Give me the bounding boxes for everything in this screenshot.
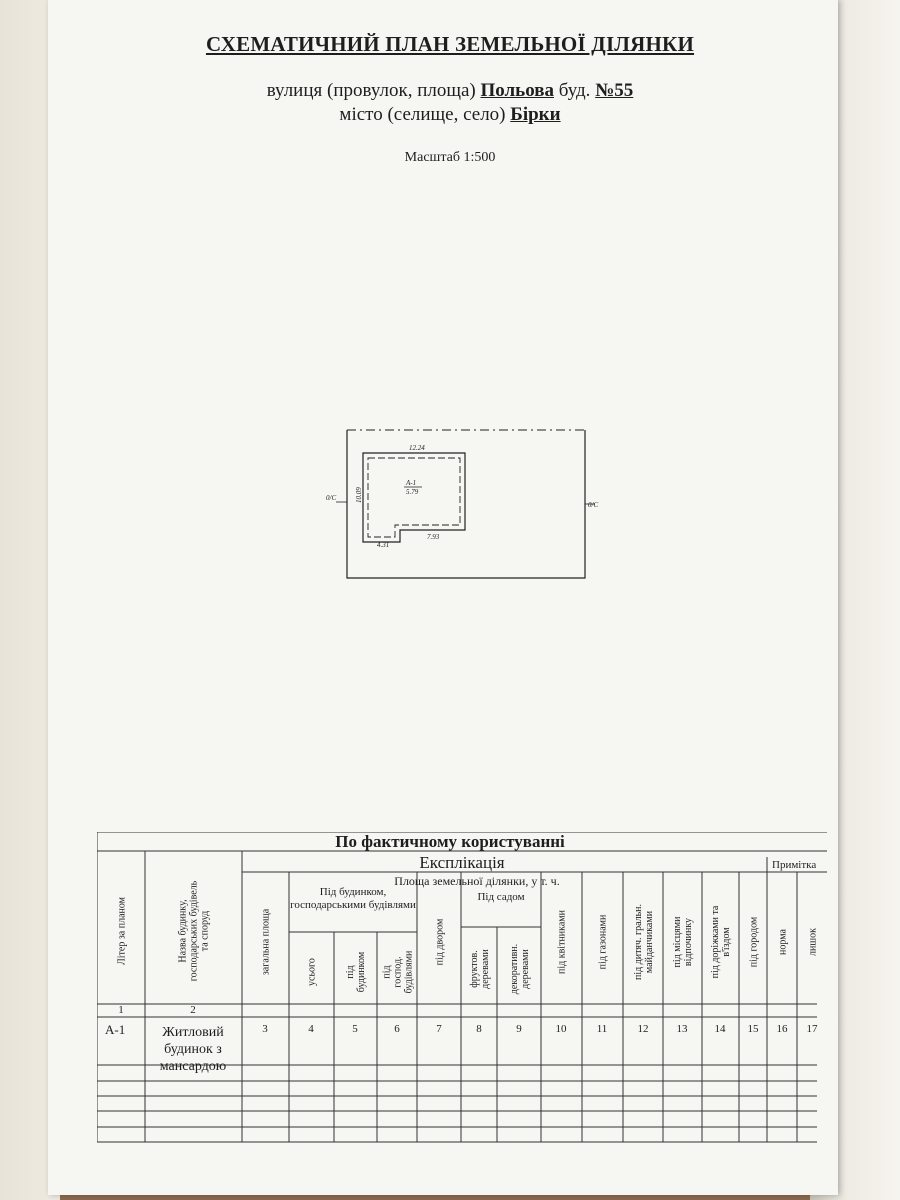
city-name: Бірки bbox=[510, 104, 561, 125]
column-number-16: 16 bbox=[777, 1023, 789, 1035]
column-number-12: 12 bbox=[638, 1023, 649, 1035]
row1-name-line-3: мансардою bbox=[160, 1059, 226, 1074]
column-number-9: 9 bbox=[516, 1023, 522, 1035]
plot-boundary bbox=[346, 430, 586, 579]
document-title: СХЕМАТИЧНИЙ ПЛАН ЗЕМЕЛЬНОЇ ДІЛЯНКИ bbox=[205, 32, 695, 56]
column-header-4: усього bbox=[307, 958, 318, 986]
column-number-5: 5 bbox=[352, 1023, 358, 1035]
column-number-15: 15 bbox=[748, 1023, 760, 1035]
column-header-17: лишок bbox=[808, 928, 819, 956]
column-number-3: 3 bbox=[262, 1023, 268, 1035]
building-label: А-1 bbox=[405, 479, 416, 487]
city-prefix: місто (селище, село) bbox=[339, 104, 506, 125]
address-city-line: місто (селище, село) Бірки bbox=[0, 104, 900, 126]
explication-heading: Експлікація bbox=[419, 853, 504, 872]
row1-litera: А-1 bbox=[105, 1022, 125, 1037]
row1-name-line-1: Житловий bbox=[162, 1025, 224, 1040]
garden-group-heading: Під садом bbox=[477, 891, 525, 903]
street-name: Польова bbox=[480, 80, 555, 101]
building-outline bbox=[362, 452, 466, 543]
document-sheet bbox=[48, 0, 838, 1195]
building-number: №55 bbox=[595, 80, 634, 101]
scale-label: Масштаб 1:500 bbox=[404, 150, 496, 165]
column-header-16: норма bbox=[778, 928, 789, 954]
column-header-1: Літер за планом bbox=[117, 896, 128, 965]
column-header-8: фруктов.деревами bbox=[469, 949, 491, 989]
column-header-2: Назва будинку,господарських будівельта с… bbox=[178, 880, 211, 981]
column-number-1: 1 bbox=[118, 1004, 124, 1016]
area-heading: Площа земельної ділянки, у т. ч. bbox=[394, 874, 559, 888]
column-headers: Літер за планом Назва будинку,господарськ… bbox=[117, 880, 819, 994]
column-number-4: 4 bbox=[308, 1023, 314, 1035]
column-header-11: під газонами bbox=[598, 914, 609, 969]
table-subtitle: По фактичному користуванні bbox=[335, 832, 565, 851]
column-number-8: 8 bbox=[476, 1023, 482, 1035]
building-prefix: буд. bbox=[558, 80, 591, 101]
column-header-7: під двором bbox=[435, 918, 446, 965]
address-street-line: вулиця (провулок, площа) Польова буд. №5… bbox=[0, 80, 900, 102]
column-header-6: підгоспод.будівлями bbox=[382, 950, 415, 993]
explication-table: Експлікація Примітка Площа земельної діл… bbox=[97, 832, 827, 1147]
row1-name-line-2: будинок з bbox=[164, 1042, 222, 1057]
column-number-10: 10 bbox=[556, 1023, 568, 1035]
column-number-7: 7 bbox=[436, 1023, 442, 1035]
note-heading: Примітка bbox=[772, 859, 816, 871]
column-number-11: 11 bbox=[597, 1023, 608, 1035]
column-number-6: 6 bbox=[394, 1023, 400, 1035]
column-header-14: під доріжками тав'їздом bbox=[710, 905, 732, 978]
column-number-2: 2 bbox=[190, 1004, 196, 1016]
column-header-10: під квітниками bbox=[557, 909, 568, 974]
column-header-12: під дитяч. гральн.майданчиками bbox=[633, 904, 655, 980]
column-header-13: під місцямивідпочинку bbox=[672, 916, 694, 968]
site-plan: 12.24 10.09 4.31 7.93 А-1 5.79 0/С 0/С bbox=[326, 429, 598, 579]
under-building-group-heading: Під будинком, господарськими будівлями bbox=[290, 886, 416, 911]
boundary-right-label: 0/С bbox=[588, 501, 598, 509]
street-prefix: вулиця (провулок, площа) bbox=[266, 80, 476, 101]
column-number-13: 13 bbox=[677, 1023, 689, 1035]
boundary-left-label: 0/С bbox=[326, 494, 336, 502]
column-number-14: 14 bbox=[715, 1023, 727, 1035]
building-value: 5.79 bbox=[406, 488, 419, 496]
building-inner-outline bbox=[367, 457, 461, 538]
dim-bottom-right: 7.93 bbox=[427, 533, 440, 541]
dim-bottom-left: 4.31 bbox=[377, 541, 389, 549]
explication-grid: Експлікація Примітка Площа земельної діл… bbox=[97, 832, 827, 1143]
column-header-5: підбудинком bbox=[345, 951, 367, 992]
column-header-3: загальна площа bbox=[261, 908, 272, 975]
dim-left: 10.09 bbox=[355, 487, 363, 503]
column-number-17: 17 bbox=[807, 1023, 819, 1035]
dim-top: 12.24 bbox=[409, 444, 425, 452]
column-header-9: декоративн.деревами bbox=[509, 944, 531, 994]
column-header-15: під городом bbox=[749, 916, 760, 967]
